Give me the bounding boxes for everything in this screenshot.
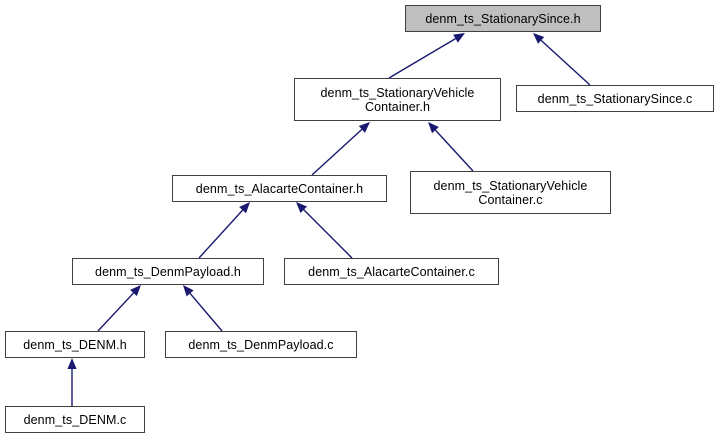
graph-edge-stationaryvehiclecontainer_c-to-stationaryvehiclecontainer_h bbox=[428, 122, 474, 172]
arrowhead-icon bbox=[67, 358, 77, 369]
graph-edge-denm_c-to-denm_h bbox=[67, 358, 77, 406]
arrowhead-icon bbox=[453, 33, 465, 43]
graph-node-denm_h[interactable]: denm_ts_DENM.h bbox=[5, 331, 145, 358]
graph-edge-alacartecontainer_h-to-stationaryvehiclecontainer_h bbox=[311, 122, 370, 176]
arrowhead-icon bbox=[183, 285, 194, 297]
graph-node-denmpayload_h[interactable]: denm_ts_DenmPayload.h bbox=[72, 258, 264, 285]
graph-node-stationarysince_c[interactable]: denm_ts_StationarySince.c bbox=[516, 85, 714, 112]
arrowhead-icon bbox=[533, 33, 545, 44]
arrowhead-icon bbox=[358, 122, 370, 133]
graph-node-label: denm_ts_StationaryVehicle Container.h bbox=[320, 85, 475, 114]
graph-node-label: denm_ts_DenmPayload.h bbox=[95, 264, 241, 279]
arrowhead-icon bbox=[296, 202, 308, 214]
graph-node-label: denm_ts_StationarySince.c bbox=[537, 91, 693, 106]
graph-edge-stationarysince_c-to-stationarysince_h bbox=[533, 33, 591, 86]
graph-edge-denmpayload_c-to-denmpayload_h bbox=[183, 285, 223, 332]
graph-node-stationaryvehiclecontainer_c[interactable]: denm_ts_StationaryVehicle Container.c bbox=[410, 171, 611, 214]
graph-edge-denmpayload_h-to-alacartecontainer_h bbox=[198, 202, 250, 259]
graph-edge-denm_h-to-denmpayload_h bbox=[97, 285, 141, 332]
graph-node-denmpayload_c[interactable]: denm_ts_DenmPayload.c bbox=[165, 331, 357, 358]
graph-node-alacartecontainer_h[interactable]: denm_ts_AlacarteContainer.h bbox=[172, 175, 387, 202]
graph-node-denm_c[interactable]: denm_ts_DENM.c bbox=[5, 406, 145, 433]
graph-node-label: denm_ts_AlacarteContainer.c bbox=[308, 264, 475, 279]
graph-node-stationarysince_h[interactable]: denm_ts_StationarySince.h bbox=[405, 5, 601, 32]
arrowhead-icon bbox=[428, 122, 439, 134]
graph-node-label: denm_ts_AlacarteContainer.h bbox=[195, 181, 364, 196]
graph-node-label: denm_ts_StationaryVehicle Container.c bbox=[433, 178, 588, 207]
graph-edge-stationaryvehiclecontainer_h-to-stationarysince_h bbox=[388, 33, 465, 79]
graph-node-label: denm_ts_DenmPayload.c bbox=[188, 337, 334, 352]
graph-node-label: denm_ts_DENM.c bbox=[23, 412, 127, 427]
graph-edge-alacartecontainer_c-to-alacartecontainer_h bbox=[296, 202, 353, 259]
arrowhead-icon bbox=[130, 285, 141, 297]
graph-node-label: denm_ts_DENM.h bbox=[23, 337, 127, 352]
arrowhead-icon bbox=[239, 202, 250, 214]
graph-node-stationaryvehiclecontainer_h[interactable]: denm_ts_StationaryVehicle Container.h bbox=[294, 78, 501, 121]
graph-node-alacartecontainer_c[interactable]: denm_ts_AlacarteContainer.c bbox=[284, 258, 499, 285]
graph-node-label: denm_ts_StationarySince.h bbox=[425, 11, 581, 26]
